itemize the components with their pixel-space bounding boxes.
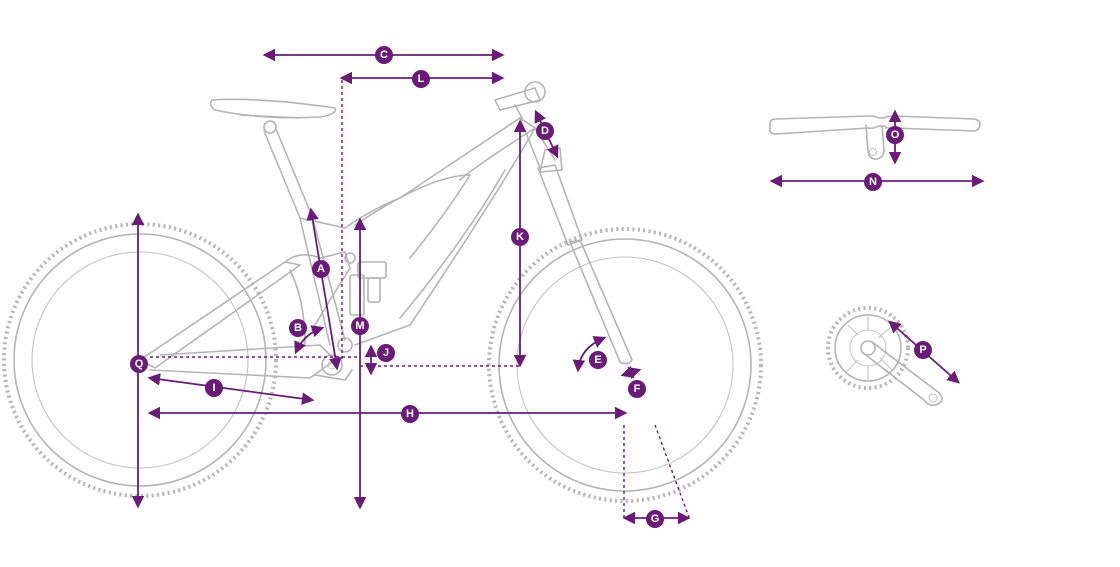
- svg-text:E: E: [594, 354, 601, 366]
- marker-N: N: [864, 173, 882, 191]
- marker-Q: Q: [130, 355, 148, 373]
- stem: [494, 81, 546, 119]
- marker-L: L: [412, 70, 430, 88]
- marker-P: P: [914, 341, 932, 359]
- fork: [537, 147, 633, 365]
- marker-O: O: [886, 126, 904, 144]
- svg-text:K: K: [516, 231, 524, 243]
- svg-text:I: I: [212, 382, 215, 394]
- svg-text:H: H: [406, 408, 414, 420]
- svg-text:Q: Q: [135, 358, 144, 370]
- svg-text:F: F: [634, 383, 641, 395]
- marker-J: J: [377, 344, 395, 362]
- svg-text:G: G: [651, 513, 660, 525]
- svg-text:M: M: [355, 320, 364, 332]
- marker-E: E: [589, 351, 607, 369]
- svg-text:D: D: [541, 125, 549, 137]
- svg-text:P: P: [919, 344, 926, 356]
- marker-C: C: [375, 46, 393, 64]
- saddle: [209, 98, 337, 134]
- handlebar-detail: [769, 115, 981, 160]
- svg-text:L: L: [418, 73, 425, 85]
- marker-A: A: [312, 260, 330, 278]
- marker-M: M: [351, 317, 369, 335]
- marker-H: H: [401, 405, 419, 423]
- bike-illustration: [2, 81, 981, 503]
- svg-text:C: C: [380, 49, 388, 61]
- svg-text:A: A: [317, 263, 325, 275]
- marker-B: B: [289, 319, 307, 337]
- marker-G: G: [646, 510, 664, 528]
- rear-shock: [344, 252, 387, 316]
- marker-D: D: [536, 122, 554, 140]
- svg-text:N: N: [869, 176, 877, 188]
- svg-text:B: B: [294, 322, 302, 334]
- front-wheel: [487, 227, 763, 503]
- marker-I: I: [205, 379, 223, 397]
- seatpost: [263, 128, 313, 219]
- svg-text:J: J: [383, 347, 389, 359]
- svg-text:O: O: [891, 129, 900, 141]
- marker-K: K: [511, 228, 529, 246]
- marker-F: F: [628, 380, 646, 398]
